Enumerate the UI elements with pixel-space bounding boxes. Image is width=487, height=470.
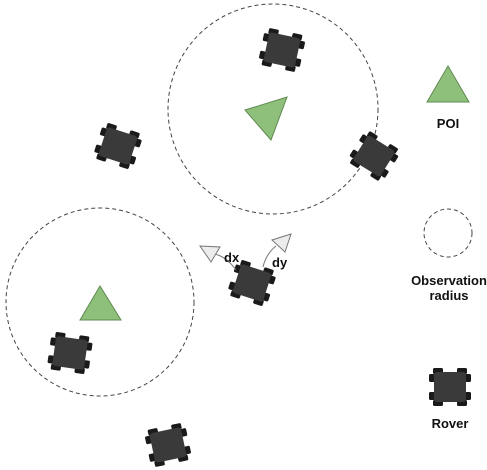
legend-rover-label: Rover: [432, 416, 469, 431]
rover-icon: [143, 422, 193, 468]
rover-icon: [226, 258, 278, 308]
dx-label: dx: [224, 250, 240, 265]
legend-rover-icon: [429, 368, 471, 406]
poi-triangle-icon: [244, 96, 288, 141]
legend-observation-label-line2: radius: [429, 288, 468, 303]
legend-observation-label-line1: Observation: [411, 273, 487, 288]
legend-poi-icon: [426, 65, 470, 103]
dx-arrow-head: [199, 245, 221, 263]
rover-icon: [46, 331, 94, 375]
dy-arrow-shaft: [262, 245, 277, 268]
poi-triangle-icon: [79, 285, 122, 321]
rover-icon: [257, 27, 307, 73]
observation-radius-circle: [167, 3, 379, 215]
legend-poi-label: POI: [437, 116, 459, 131]
dy-arrow-head: [271, 233, 292, 253]
dy-label: dy: [272, 255, 288, 270]
observation-radius-circle: [5, 207, 195, 397]
legend-observation-radius-icon: [423, 208, 473, 258]
rover-icon: [92, 121, 144, 171]
